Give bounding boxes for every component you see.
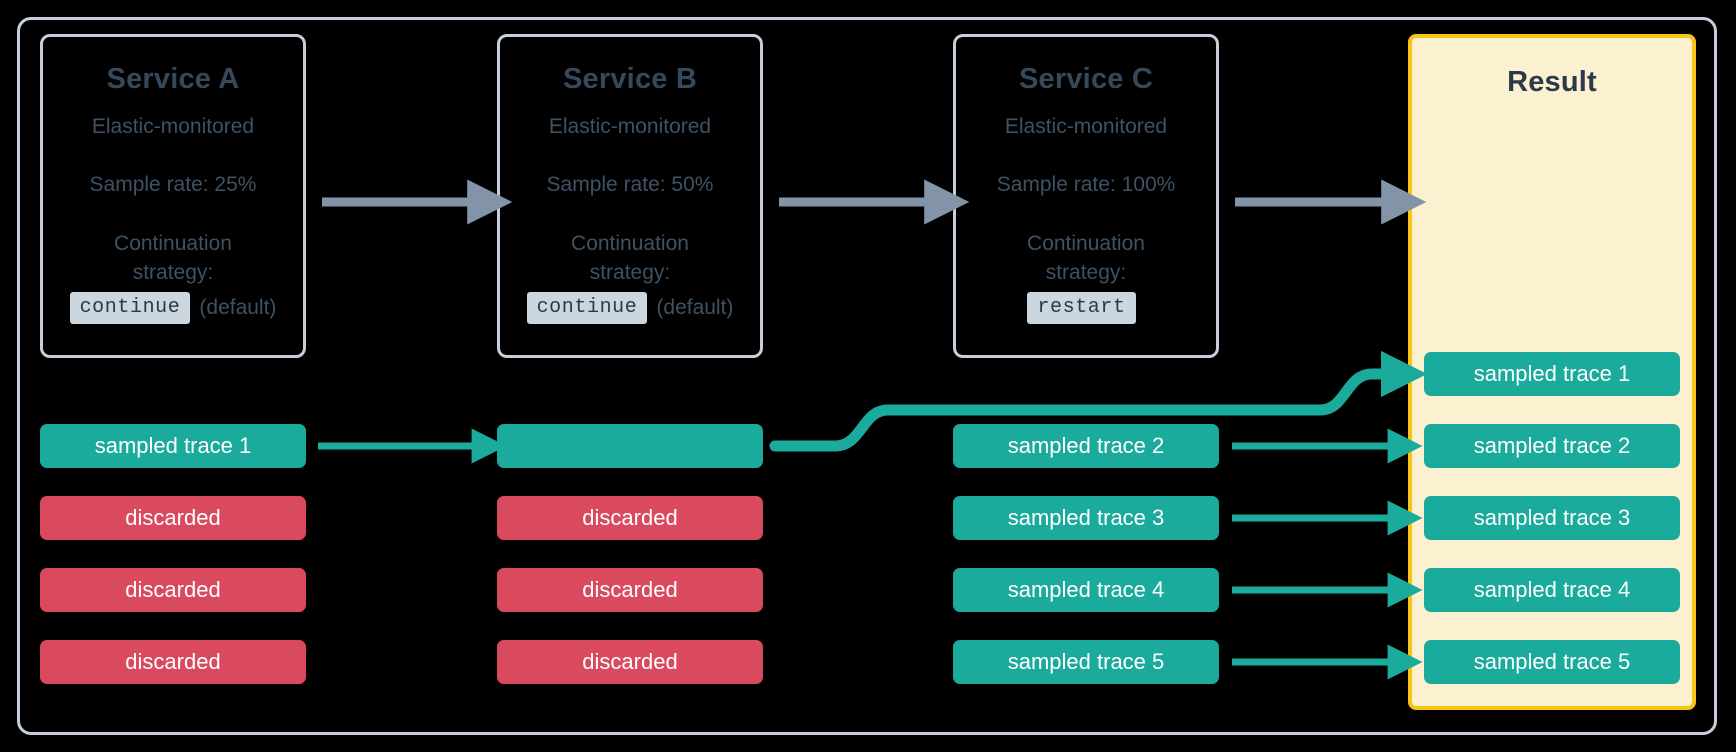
service-a-strategy-label: Continuation strategy: <box>43 229 303 288</box>
service-a-title: Service A <box>106 63 240 95</box>
service-a-strategy-value: continue <box>69 291 191 324</box>
service-a-trace-2: discarded <box>40 496 306 540</box>
service-c-trace-3: sampled trace 4 <box>953 568 1219 612</box>
service-b-strategy-note: (default) <box>656 295 734 319</box>
service-b-sample-rate: Sample rate: 50% <box>546 172 714 196</box>
service-b-strategy-row: continue (default) <box>500 291 760 324</box>
service-a-strategy-row: continue (default) <box>43 291 303 324</box>
service-b-trace-1 <box>497 424 763 468</box>
service-card-c: Service C Elastic-monitored Sample rate:… <box>953 34 1219 358</box>
service-a-trace-4: discarded <box>40 640 306 684</box>
result-trace-2: sampled trace 2 <box>1424 424 1680 468</box>
diagram-outer-frame <box>17 17 1717 735</box>
service-b-title: Service B <box>563 63 697 95</box>
service-c-strategy-line2: strategy: <box>1045 261 1127 285</box>
result-trace-3: sampled trace 3 <box>1424 496 1680 540</box>
service-c-subtitle: Elastic-monitored <box>1004 115 1168 139</box>
service-b-strategy-line1: Continuation <box>571 231 689 255</box>
service-a-sample-rate: Sample rate: 25% <box>89 172 257 196</box>
service-card-a: Service A Elastic-monitored Sample rate:… <box>40 34 306 358</box>
result-trace-4: sampled trace 4 <box>1424 568 1680 612</box>
service-b-trace-2: discarded <box>497 496 763 540</box>
service-c-strategy-value: restart <box>1027 291 1136 324</box>
service-c-trace-1: sampled trace 2 <box>953 424 1219 468</box>
service-b-strategy-line2: strategy: <box>589 261 671 285</box>
service-c-trace-4: sampled trace 5 <box>953 640 1219 684</box>
service-c-strategy-label: Continuation strategy: <box>956 229 1216 288</box>
service-b-trace-3: discarded <box>497 568 763 612</box>
service-c-sample-rate: Sample rate: 100% <box>996 172 1176 196</box>
result-trace-1: sampled trace 1 <box>1424 352 1680 396</box>
service-a-strategy-note: (default) <box>199 295 277 319</box>
service-a-trace-3: discarded <box>40 568 306 612</box>
service-a-strategy-line1: Continuation <box>114 231 232 255</box>
service-a-strategy-line2: strategy: <box>132 261 214 285</box>
service-b-trace-4: discarded <box>497 640 763 684</box>
service-c-strategy-line1: Continuation <box>1027 231 1145 255</box>
service-a-subtitle: Elastic-monitored <box>91 115 255 139</box>
service-b-strategy-label: Continuation strategy: <box>500 229 760 288</box>
service-c-trace-2: sampled trace 3 <box>953 496 1219 540</box>
service-a-trace-1: sampled trace 1 <box>40 424 306 468</box>
service-c-title: Service C <box>1019 63 1153 95</box>
service-c-strategy-row: restart <box>956 291 1216 324</box>
result-trace-5: sampled trace 5 <box>1424 640 1680 684</box>
service-b-strategy-value: continue <box>526 291 648 324</box>
result-title: Result <box>1507 66 1597 98</box>
service-card-b: Service B Elastic-monitored Sample rate:… <box>497 34 763 358</box>
service-b-subtitle: Elastic-monitored <box>548 115 712 139</box>
